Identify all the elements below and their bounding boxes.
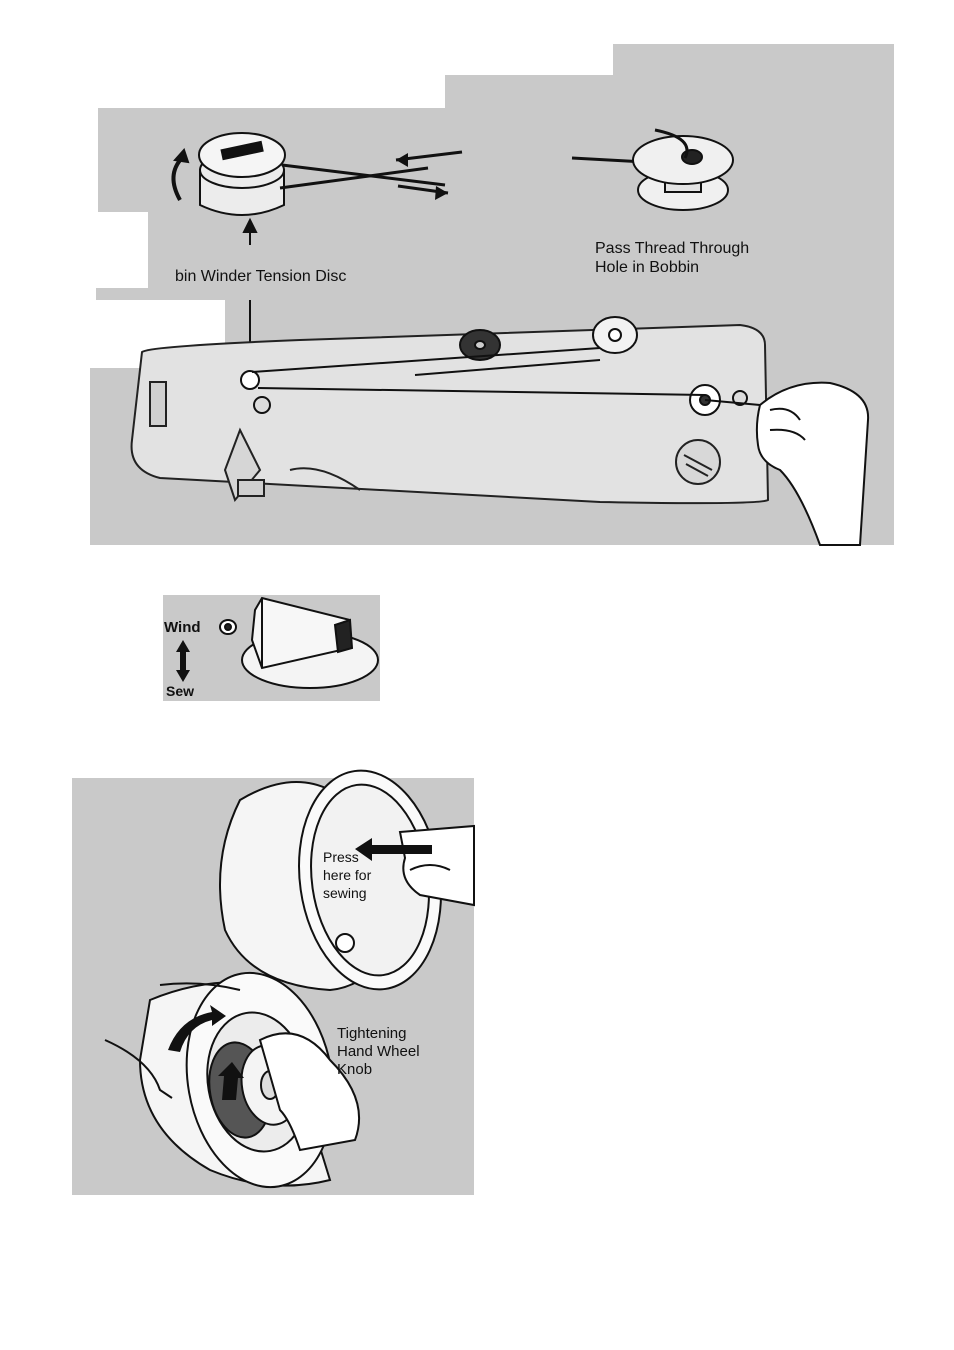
knob-label-line2: Hand Wheel: [337, 1043, 420, 1060]
press-label-line1: Press: [323, 849, 359, 865]
hand-wheel-drawing: [0, 0, 954, 1200]
knob-label-line1: Tightening: [337, 1025, 407, 1042]
knob-label-line3: Knob: [337, 1061, 372, 1078]
press-label-line3: sewing: [323, 885, 367, 901]
press-label-line2: here for: [323, 867, 371, 883]
